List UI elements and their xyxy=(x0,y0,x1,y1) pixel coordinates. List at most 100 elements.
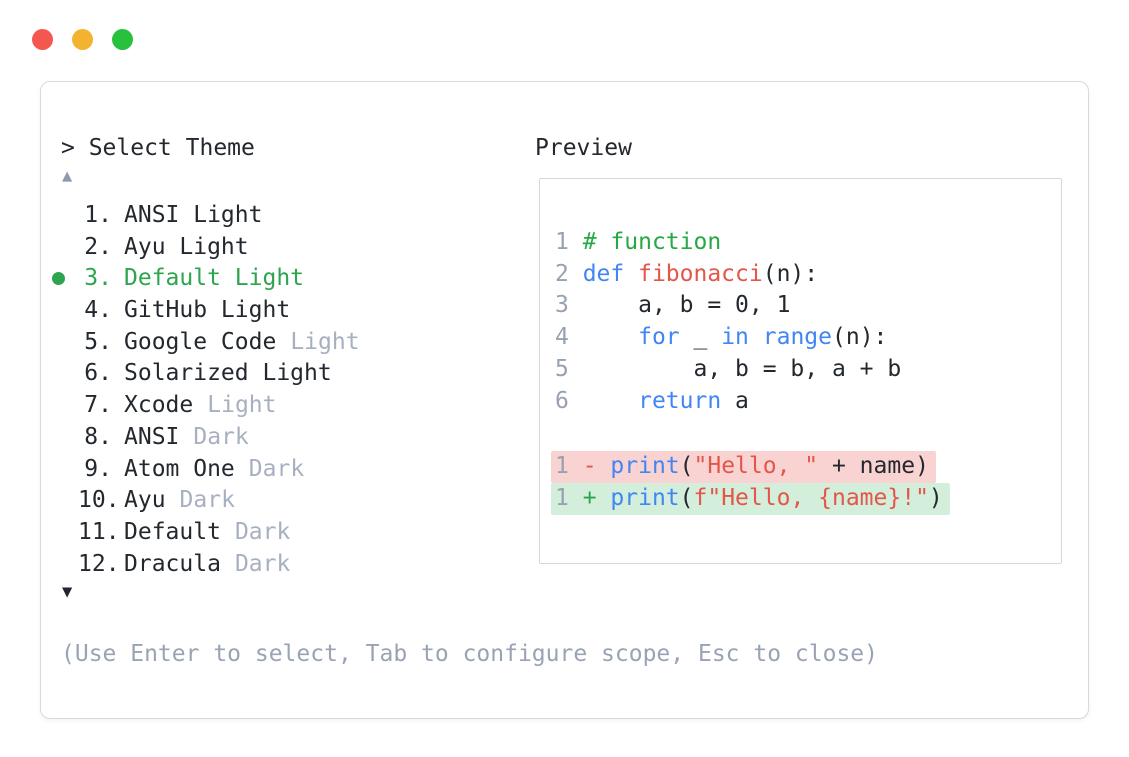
item-name: Solarized Light xyxy=(124,360,332,387)
code-line: 2 def fibonacci(n): xyxy=(555,259,1051,291)
diff-line-row: 1 + print(f"Hello, {name}!") xyxy=(551,482,1051,515)
item-name: Default xyxy=(124,518,221,545)
code-token: range xyxy=(762,324,832,351)
window-controls xyxy=(32,29,133,50)
preview-title: Preview xyxy=(535,135,632,161)
theme-picker-panel: > Select Theme ▲ 1. ANSI Light 2.Ayu Light… xyxy=(40,81,1089,719)
code-line: 5 a, b = b, a + b xyxy=(555,354,1051,386)
preview-diff: 1 - print("Hello, " + name)1 + print(f"H… xyxy=(551,451,1051,515)
theme-list-item[interactable]: 4. GitHub Light xyxy=(52,295,360,327)
selected-dot-icon xyxy=(52,263,78,295)
bullet-spacer xyxy=(52,200,78,232)
code-token xyxy=(583,324,638,350)
item-number: 12. xyxy=(78,550,120,577)
theme-list-item[interactable]: 2.Ayu Light xyxy=(52,232,360,264)
code-token: def xyxy=(582,260,639,287)
diff-sign: - xyxy=(582,453,611,480)
bullet-spacer xyxy=(52,422,78,454)
code-token xyxy=(749,324,763,350)
code-token: ) xyxy=(928,484,943,511)
theme-list-item[interactable]: 9. Atom One Dark xyxy=(52,454,360,486)
code-token: return xyxy=(638,387,722,414)
item-name: Ayu Light xyxy=(124,233,249,260)
code-token: a xyxy=(721,387,749,414)
item-variant-muted: Dark xyxy=(234,518,291,545)
keyboard-hint: (Use Enter to select, Tab to configure s… xyxy=(61,641,878,667)
item-variant-muted: Dark xyxy=(234,550,291,577)
theme-list-item[interactable]: 1. ANSI Light xyxy=(52,200,360,232)
bullet-spacer xyxy=(52,358,78,390)
scroll-down-icon[interactable]: ▼ xyxy=(62,582,73,602)
item-name: Default Light xyxy=(124,265,305,292)
item-name: ANSI Light xyxy=(124,202,263,228)
bullet-spacer xyxy=(52,232,78,264)
code-token: (n): xyxy=(762,260,819,287)
item-number: 1. xyxy=(84,202,112,228)
code-token: print xyxy=(610,484,680,511)
item-name: Dracula xyxy=(124,550,221,577)
code-line: 4 for _ in range(n): xyxy=(555,322,1051,354)
diff-line-removed: 1 - print("Hello, " + name) xyxy=(551,451,936,483)
item-variant-muted: Dark xyxy=(179,487,235,514)
item-name: GitHub Light xyxy=(124,297,291,324)
theme-list-item[interactable]: 6. Solarized Light xyxy=(52,358,360,390)
theme-list-item[interactable]: 3. Default Light xyxy=(52,263,360,295)
code-token xyxy=(583,388,638,414)
item-variant-muted: Dark xyxy=(248,455,305,482)
item-number: 9. xyxy=(84,455,112,482)
theme-list-item[interactable]: 12.Dracula Dark xyxy=(52,549,360,581)
code-line: 1 # function xyxy=(555,227,1051,259)
bullet-spacer xyxy=(52,517,78,549)
code-token: + name) xyxy=(818,453,929,480)
code-token: # function xyxy=(582,229,722,255)
item-number: 3. xyxy=(84,265,112,292)
item-name: Atom One xyxy=(124,455,235,482)
zoom-button[interactable] xyxy=(112,29,133,50)
code-token: a, b = b, a + b xyxy=(582,355,902,382)
item-number: 7. xyxy=(84,392,112,419)
item-name: Ayu xyxy=(124,487,166,514)
bullet-spacer xyxy=(52,295,78,327)
line-number: 4 xyxy=(555,324,583,351)
item-number: 8. xyxy=(84,423,112,450)
theme-list-item[interactable]: 10.Ayu Dark xyxy=(52,485,360,517)
bullet-spacer xyxy=(52,327,78,359)
theme-list-item[interactable]: 7. Xcode Light xyxy=(52,390,360,422)
dot-icon xyxy=(52,272,65,286)
select-theme-prompt: > Select Theme xyxy=(61,135,255,161)
line-number: 1 xyxy=(555,453,583,480)
code-token: _ xyxy=(679,324,722,351)
code-token: fibonacci xyxy=(638,260,763,287)
item-number: 6. xyxy=(84,360,112,387)
item-name: Xcode xyxy=(124,392,194,419)
line-number: 6 xyxy=(555,387,583,414)
item-number: 5. xyxy=(84,328,112,355)
line-number: 1 xyxy=(555,484,583,511)
minimize-button[interactable] xyxy=(72,29,93,50)
diff-line-added: 1 + print(f"Hello, {name}!") xyxy=(551,482,950,515)
item-variant-muted: Light xyxy=(290,328,360,355)
line-number: 2 xyxy=(555,260,583,287)
code-token: ( xyxy=(679,453,694,480)
code-token: f"Hello, {name}!" xyxy=(693,484,929,511)
item-number: 4. xyxy=(84,297,112,324)
item-variant-muted: Light xyxy=(207,392,277,419)
close-button[interactable] xyxy=(32,29,53,50)
bullet-spacer xyxy=(52,454,78,486)
bullet-spacer xyxy=(52,485,78,517)
code-token: (n): xyxy=(832,324,888,351)
scroll-up-icon[interactable]: ▲ xyxy=(62,166,73,186)
code-token: a, b = 0, 1 xyxy=(582,292,791,319)
bullet-spacer xyxy=(52,390,78,422)
item-name: Google Code xyxy=(124,328,277,355)
code-token: ( xyxy=(679,484,694,511)
diff-sign: + xyxy=(582,484,611,511)
theme-list-item[interactable]: 5. Google Code Light xyxy=(52,327,360,359)
bullet-spacer xyxy=(52,549,78,581)
item-number: 10. xyxy=(78,487,120,514)
